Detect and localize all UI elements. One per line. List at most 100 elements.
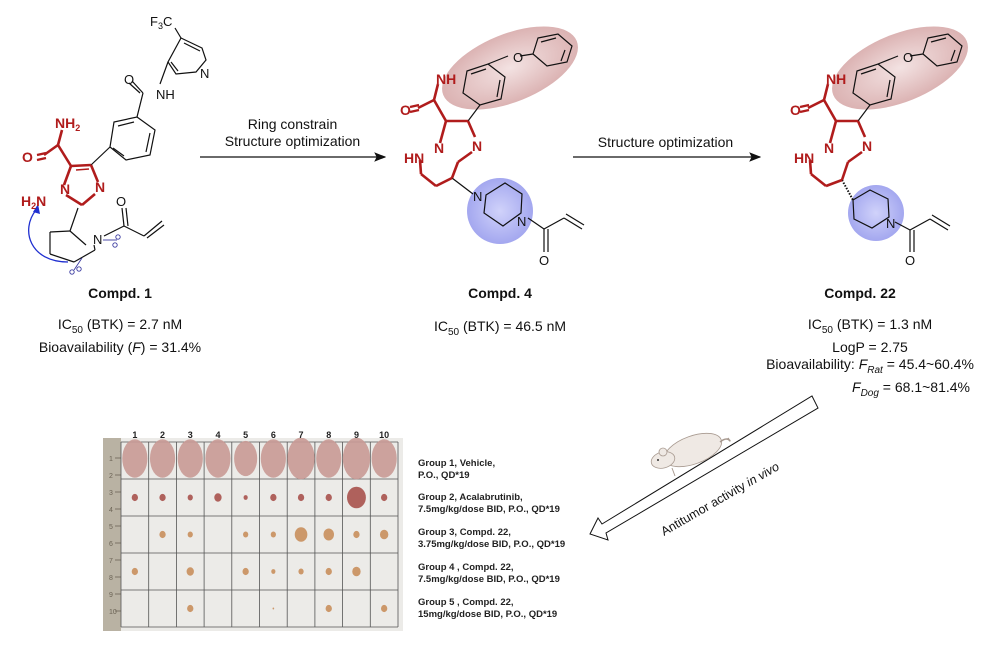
- atom-nh2: NH2: [55, 115, 80, 133]
- atom-o-ether: O: [903, 50, 913, 65]
- tumor-sample: [298, 568, 304, 575]
- tumor-sample: [381, 493, 388, 502]
- phenyl-ring: [90, 116, 156, 166]
- ruler-mark: 4: [109, 507, 113, 514]
- tumor-sample: [131, 567, 138, 576]
- scaffold-core: [43, 129, 100, 207]
- tumor-sample: [149, 439, 176, 478]
- arrow-2-label: Structure optimization: [583, 134, 748, 151]
- tumor-sample: [294, 527, 308, 542]
- tumor-sample: [272, 607, 275, 610]
- atom-o: O: [790, 102, 801, 118]
- ruler-mark: 7: [109, 558, 113, 565]
- ruler-mark: 2: [109, 473, 113, 480]
- atom-hn: HN: [794, 150, 814, 166]
- tumor-sample: [381, 604, 388, 613]
- arrow-1-label: Ring constrain Structure optimization: [210, 116, 375, 150]
- invivo-arrow-label: Antitumor activity in vivo: [659, 459, 782, 538]
- tumor-sample: [214, 493, 222, 502]
- atom-n: N: [434, 140, 444, 156]
- atom-pip-n: N: [93, 232, 102, 247]
- atom-o: O: [22, 149, 33, 165]
- atom-pip-n: N: [886, 216, 895, 231]
- compound-22-structure: [799, 26, 968, 252]
- compound-22-bio-rat: Bioavailability: FRat = 45.4~60.4%: [766, 355, 974, 376]
- invivo-arrow: Antitumor activity in vivo: [589, 395, 819, 541]
- hollow-arrow: [589, 395, 819, 541]
- atom-pz-n1: N: [473, 189, 482, 204]
- compound-22-bio-dog: FDog = 68.1~81.4%: [852, 378, 970, 399]
- atom-nh: NH: [826, 71, 846, 87]
- atom-acryl-o: O: [116, 194, 126, 209]
- atom-amide-nh: NH: [156, 87, 175, 102]
- atom-cf3: F3C: [150, 14, 172, 31]
- tumor-sample: [323, 528, 334, 541]
- arrow-2-label-line-1: Structure optimization: [597, 134, 734, 150]
- ruler-mark: 1: [109, 456, 113, 463]
- compound-22-logp: LogP = 2.75: [832, 338, 908, 355]
- piperidine-highlight: [848, 185, 904, 241]
- atom-o: O: [400, 102, 411, 118]
- compound-22-properties: IC50 (BTK) = 1.3 nM LogP = 2.75 Bioavail…: [750, 316, 990, 401]
- tumor-sample: [122, 439, 148, 478]
- tumor-sample: [186, 567, 194, 576]
- atom-n2: N: [862, 138, 872, 154]
- amide-linker: [128, 61, 169, 118]
- tumor-sample: [270, 531, 276, 538]
- column-number: 1: [132, 430, 137, 440]
- compound-22-name: Compd. 22: [824, 285, 896, 301]
- tumor-sample: [353, 530, 360, 539]
- compound-22-atom-labels: O NH O HN N N N O: [790, 50, 915, 268]
- compound-1-atom-labels: F3C N NH O NH2 O N N H2N N O: [21, 14, 209, 247]
- group-5-label: Group 5 , Compd. 22,15mg/kg/dose BID, P.…: [418, 597, 558, 620]
- compound-4-properties: IC50 (BTK) = 46.5 nM: [380, 318, 620, 341]
- group-3-label: Group 3, Compd. 22,3.75mg/kg/dose BID, P…: [418, 527, 566, 550]
- group-4-label: Group 4 , Compd. 22,7.5mg/kg/dose BID, P…: [418, 562, 560, 585]
- ruler-mark: 10: [109, 609, 117, 616]
- column-number: 9: [354, 430, 359, 440]
- tumor-sample: [242, 567, 249, 576]
- diphenylether-highlight: [832, 26, 968, 110]
- tumor-sample: [379, 529, 389, 540]
- atom-acryl-o: O: [539, 253, 549, 268]
- tumor-sample: [325, 604, 332, 613]
- atom-acryl-o: O: [905, 253, 915, 268]
- ruler-mark: 9: [109, 592, 113, 599]
- compound-1-ic50: IC50 (BTK) = 2.7 nM: [57, 316, 183, 336]
- tumor-sample: [347, 486, 366, 509]
- group-1-label: Group 1, Vehicle,P.O., QD*19: [418, 458, 496, 481]
- ruler-mark: 6: [109, 541, 113, 548]
- tumor-sample: [243, 531, 249, 538]
- atom-hn: HN: [404, 150, 424, 166]
- ruler-mark: 3: [109, 490, 113, 497]
- column-number: 3: [188, 430, 193, 440]
- tumor-sample: [159, 530, 166, 539]
- tumor-sample: [271, 569, 276, 574]
- ring-closure-arrow: [28, 209, 69, 263]
- column-number: 4: [215, 430, 220, 440]
- atom-n1: N: [60, 181, 70, 197]
- tumor-sample: [316, 439, 342, 478]
- compound-1-name: Compd. 1: [88, 285, 152, 301]
- group-2-label: Group 2, Acalabrutinib,7.5mg/kg/dose BID…: [418, 492, 560, 515]
- tumor-sample: [352, 566, 361, 577]
- tumor-sample: [243, 495, 248, 500]
- column-number: 10: [379, 430, 389, 440]
- piperazine-highlight: [467, 178, 533, 244]
- atom-nh: NH: [436, 71, 456, 87]
- tumor-sample: [177, 439, 203, 478]
- compound-1-structure: [28, 27, 207, 275]
- atom-pz-n2: N: [517, 214, 526, 229]
- compound-4-structure: [409, 26, 585, 252]
- tumor-sample: [159, 493, 166, 502]
- reaction-scheme: F3C N NH O NH2 O N N H2N N O: [21, 14, 968, 275]
- tumor-sample: [260, 439, 286, 478]
- arrow-1-label-line-2: Structure optimization: [224, 133, 361, 149]
- column-number: 2: [160, 430, 165, 440]
- tumor-sample: [234, 440, 258, 477]
- atom-pyr-n: N: [200, 66, 209, 81]
- atom-n2: N: [472, 138, 482, 154]
- column-number: 8: [326, 430, 331, 440]
